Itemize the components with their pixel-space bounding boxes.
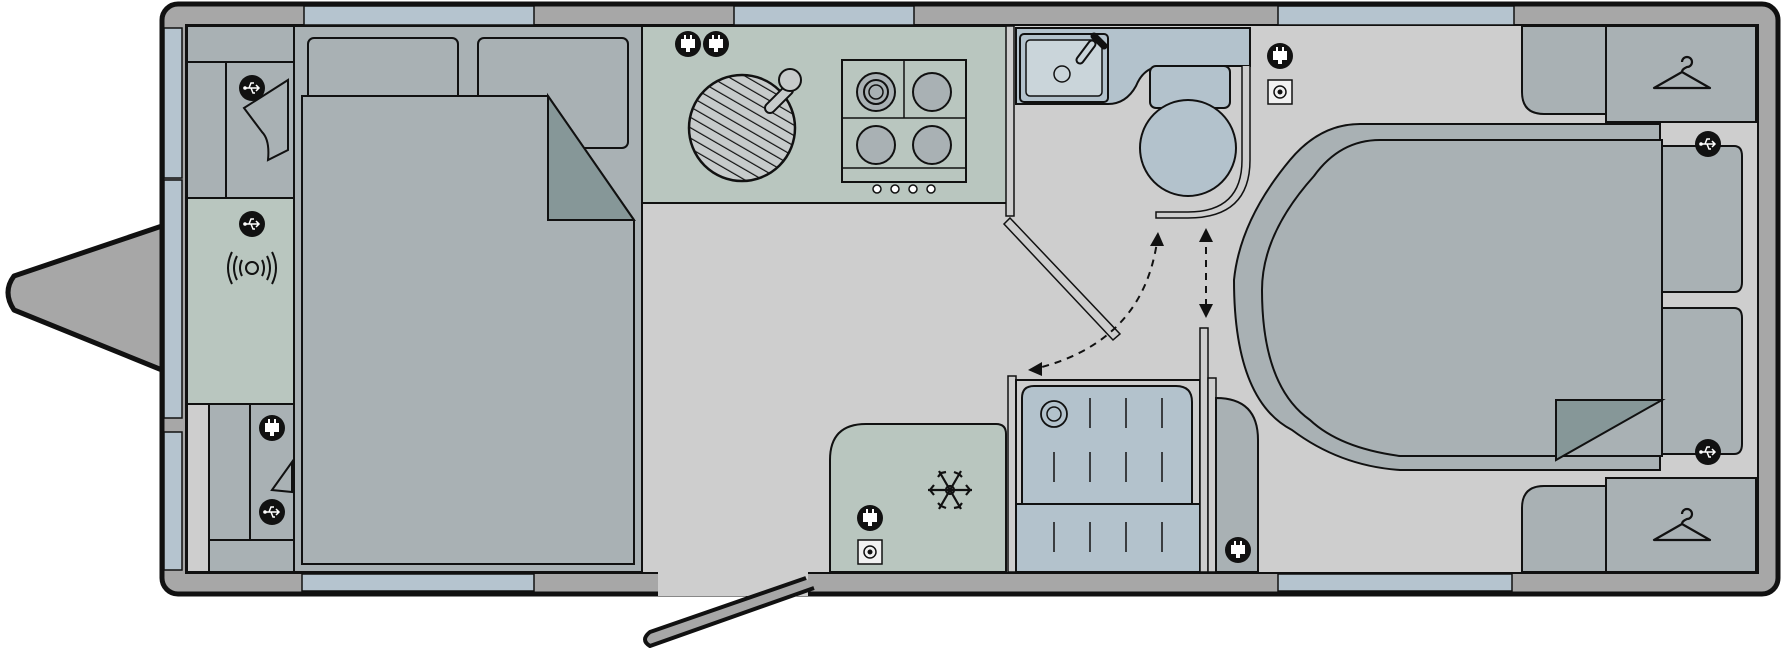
- bedside-cabinet-top: [1659, 145, 1743, 293]
- mains-socket-icon: [675, 31, 701, 57]
- rear-wardrobe-top: [1521, 25, 1607, 115]
- hob-icon: [841, 59, 967, 194]
- toilet-icon: [1139, 65, 1237, 197]
- mains-socket-icon: [1267, 43, 1293, 69]
- window-front-3: [163, 431, 183, 571]
- window-front-2: [163, 179, 183, 419]
- fridge-unit: [829, 423, 1007, 573]
- washroom-partition: [1005, 25, 1015, 217]
- drawbar: [5, 223, 165, 373]
- tv-point-icon: [1267, 79, 1293, 105]
- island-bed-folded-corner: [1555, 399, 1666, 462]
- door-swing-arrow: [1029, 233, 1159, 371]
- mains-socket-icon: [703, 31, 729, 57]
- washroom-door[interactable]: [1002, 216, 1122, 342]
- bedside-cabinet-bottom: [1659, 307, 1743, 455]
- shower-seat: [1015, 503, 1201, 573]
- shower-door[interactable]: [1199, 327, 1209, 573]
- usb-socket-icon: [238, 210, 266, 238]
- mains-socket-icon: [259, 415, 285, 441]
- tv-point-icon: [857, 539, 883, 565]
- usb-socket-icon: [238, 74, 266, 102]
- rear-wardrobe-top-right: [1605, 25, 1757, 123]
- mains-socket-icon: [1225, 537, 1251, 563]
- window-top-front: [303, 5, 535, 26]
- island-bed-mattress: [1260, 139, 1663, 457]
- usb-socket-icon: [1694, 438, 1722, 466]
- shower-drain-icon: [1040, 400, 1068, 428]
- shower-partition: [1007, 375, 1017, 573]
- window-bottom-rear: [1277, 573, 1513, 592]
- bed-folded-corner: [547, 92, 636, 221]
- window-top-rear: [1277, 5, 1515, 26]
- wireless-charging-icon: [227, 251, 277, 285]
- rear-wardrobe-bottom: [1521, 485, 1607, 573]
- usb-socket-icon: [258, 498, 286, 526]
- entrance-door[interactable]: [643, 576, 815, 648]
- window-top-kitchen: [733, 5, 915, 26]
- usb-socket-icon: [1694, 130, 1722, 158]
- window-bottom-front: [301, 573, 535, 592]
- shower-tray: [1021, 385, 1193, 505]
- snowflake-icon: [928, 470, 972, 510]
- mains-socket-icon: [857, 505, 883, 531]
- wardrobe-small: [1215, 396, 1259, 573]
- window-front-1: [163, 27, 183, 179]
